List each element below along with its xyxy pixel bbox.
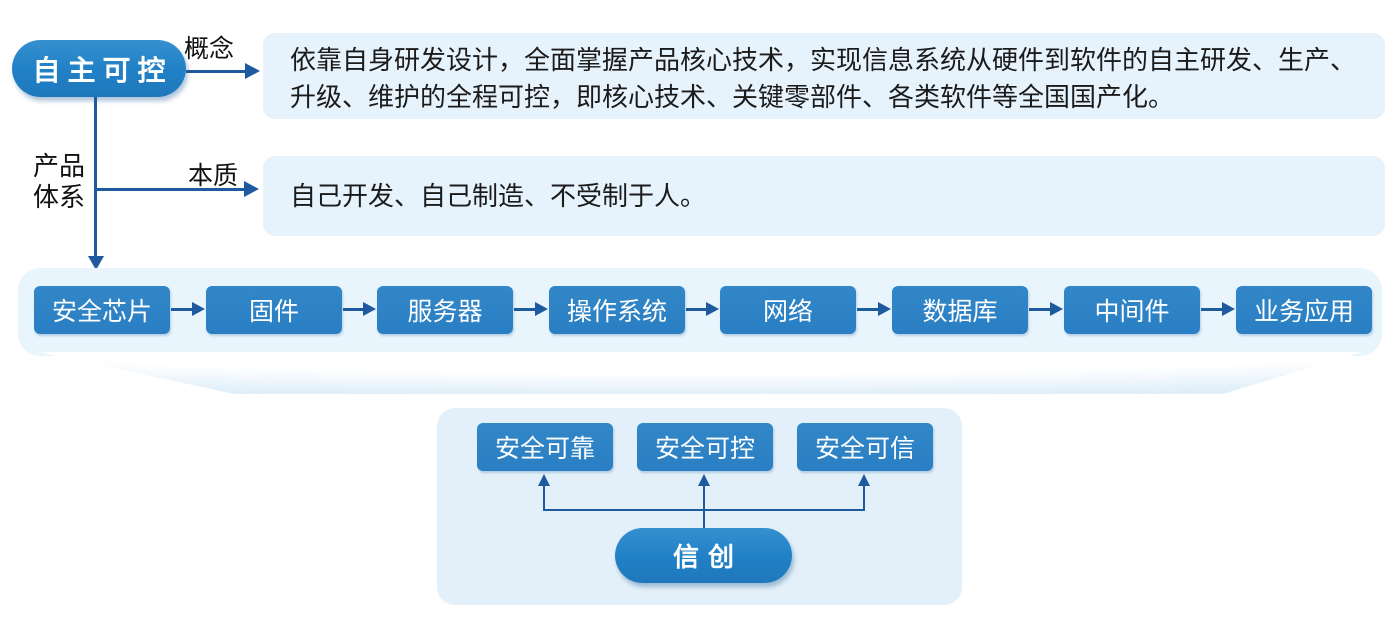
- edge-label-essence: 本质: [188, 162, 239, 190]
- bottom-node-label: 安全可控: [654, 435, 755, 463]
- chain-node-business-app: 业务应用: [1236, 286, 1372, 334]
- chain-arrowhead-icon: [1222, 302, 1235, 316]
- up-arrowhead-icon: [538, 474, 550, 486]
- chain-arrowhead-icon: [363, 302, 376, 316]
- connector-line-center: [703, 484, 705, 529]
- chain-arrow-line: [514, 308, 536, 311]
- chain-node-label: 固件: [248, 298, 299, 326]
- connector-line-horizontal: [543, 509, 865, 511]
- chain-arrow-line: [1029, 308, 1051, 311]
- essence-block: 自己开发、自己制造、不受制于人。: [263, 156, 1385, 236]
- concept-text-line1: 依靠自身研发设计，全面掌握产品核心技术，实现信息系统从硬件到软件的自主研发、生产…: [290, 45, 1357, 75]
- chain-node-label: 服务器: [407, 298, 483, 326]
- edge-label-concept: 概念: [184, 35, 235, 63]
- chain-arrowhead-icon: [706, 302, 719, 316]
- up-arrowhead-icon: [858, 474, 870, 486]
- chain-arrowhead-icon: [192, 302, 205, 316]
- funnel-shape: [38, 352, 1362, 394]
- trunk-arrowhead-icon: [87, 256, 104, 270]
- connector-line-left: [543, 484, 545, 511]
- chain-node-label: 网络: [762, 298, 813, 326]
- essence-arrow-line: [95, 188, 245, 191]
- chain-node-server: 服务器: [377, 286, 513, 334]
- chain-node-os: 操作系统: [549, 286, 685, 334]
- bottom-node-label: 安全可靠: [494, 435, 595, 463]
- chain-arrow-line: [857, 308, 879, 311]
- chain-node-label: 数据库: [922, 298, 998, 326]
- bottom-node-safe-trusted: 安全可信: [797, 423, 933, 471]
- chain-node-security-chip: 安全芯片: [34, 286, 170, 334]
- chain-arrow-line: [343, 308, 365, 311]
- chain-node-label: 业务应用: [1253, 298, 1354, 326]
- chain-node-database: 数据库: [892, 286, 1028, 334]
- chain-arrow-line: [686, 308, 708, 311]
- product-system-line1: 产品: [32, 151, 85, 181]
- chain-arrow-line: [171, 308, 193, 311]
- edge-label-product-system: 产品 体系: [26, 151, 92, 213]
- node-zizhukekong-label: 自主可控: [32, 54, 173, 86]
- bottom-node-safe-controllable: 安全可控: [637, 423, 773, 471]
- product-system-line2: 体系: [32, 182, 85, 212]
- concept-arrow-line: [186, 70, 246, 73]
- bottom-node-label: 安全可信: [814, 435, 915, 463]
- node-zizhukekong: 自主可控: [12, 40, 186, 97]
- chain-arrowhead-icon: [878, 302, 891, 316]
- chain-arrow-line: [1201, 308, 1223, 311]
- node-xinchuang-label: 信创: [672, 542, 743, 572]
- chain-node-label: 安全芯片: [51, 298, 152, 326]
- chain-arrowhead-icon: [1050, 302, 1063, 316]
- up-arrowhead-icon: [698, 474, 710, 486]
- concept-text-line2: 升级、维护的全程可控，即核心技术、关键零部件、各类软件等全国国产化。: [290, 82, 1175, 112]
- bottom-node-safe-reliable: 安全可靠: [477, 423, 613, 471]
- chain-node-label: 操作系统: [566, 298, 667, 326]
- connector-line-right: [863, 484, 865, 511]
- concept-arrowhead-icon: [245, 63, 260, 79]
- chain-node-firmware: 固件: [206, 286, 342, 334]
- chain-arrowhead-icon: [535, 302, 548, 316]
- chain-node-network: 网络: [720, 286, 856, 334]
- concept-block: 依靠自身研发设计，全面掌握产品核心技术，实现信息系统从硬件到软件的自主研发、生产…: [263, 33, 1385, 119]
- essence-text: 自己开发、自己制造、不受制于人。: [290, 180, 707, 211]
- chain-node-label: 中间件: [1094, 298, 1170, 326]
- essence-arrowhead-icon: [244, 181, 259, 197]
- trunk-line: [94, 97, 97, 258]
- node-xinchuang: 信创: [615, 528, 792, 583]
- chain-node-middleware: 中间件: [1064, 286, 1200, 334]
